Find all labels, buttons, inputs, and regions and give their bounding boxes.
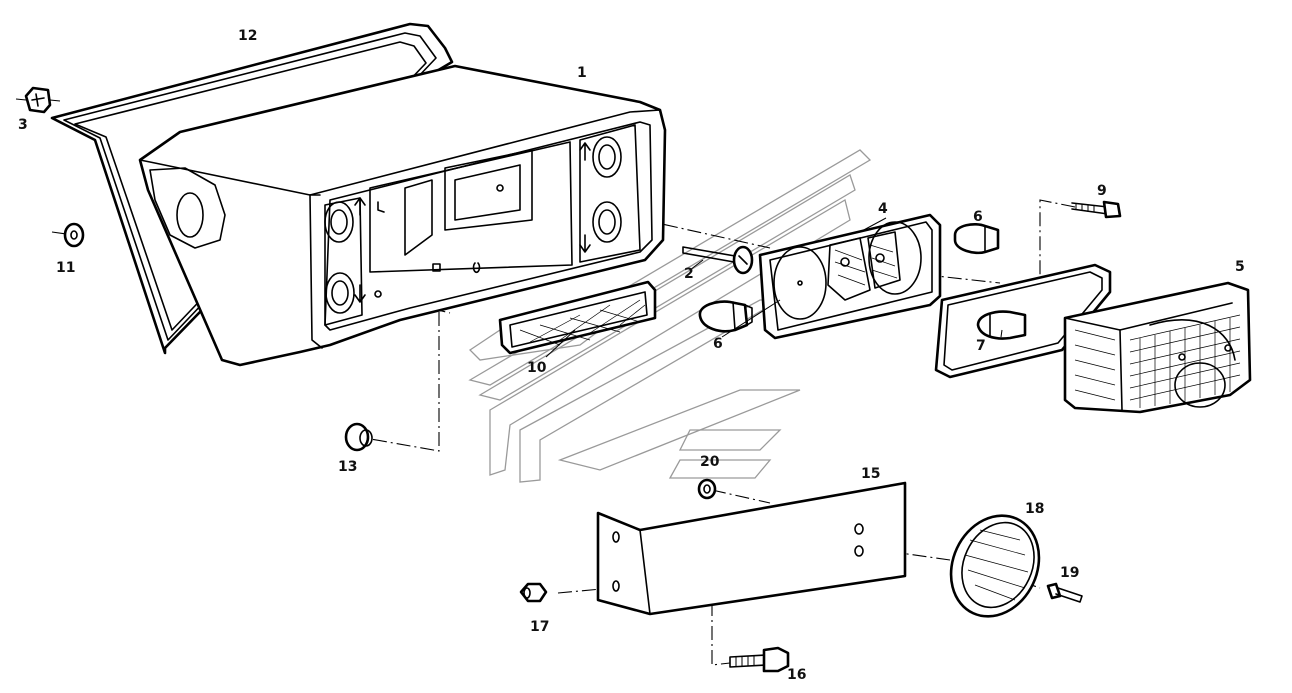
callout-11: 11 xyxy=(56,260,75,276)
callout-7: 7 xyxy=(976,338,986,354)
callout-2: 2 xyxy=(684,266,694,282)
callout-4: 4 xyxy=(878,201,888,217)
clip-3 xyxy=(15,86,61,114)
callout-labels: 1 2 3 4 5 6 6 7 9 10 11 12 13 15 16 17 1… xyxy=(18,28,1245,683)
callout-10: 10 xyxy=(527,360,547,376)
callout-1: 1 xyxy=(577,65,587,81)
callout-5: 5 xyxy=(1235,259,1245,275)
reflector-disc-18 xyxy=(949,514,1041,618)
nut-17 xyxy=(519,582,548,603)
callout-19: 19 xyxy=(1060,565,1079,581)
callout-20: 20 xyxy=(700,454,720,470)
nut-20 xyxy=(697,478,717,500)
callout-17: 17 xyxy=(530,619,549,635)
reflector-10 xyxy=(498,280,657,355)
screw-2 xyxy=(682,245,754,275)
screw-19 xyxy=(1046,582,1083,603)
lamp-holder-4 xyxy=(758,213,942,340)
bulb-6-lower xyxy=(698,300,753,333)
callout-9: 9 xyxy=(1097,183,1107,199)
bulb-6-upper xyxy=(953,223,1000,255)
bolt-16 xyxy=(729,646,790,673)
callout-16: 16 xyxy=(787,667,806,683)
washer-11 xyxy=(63,222,85,248)
callout-13: 13 xyxy=(338,459,357,475)
watermark-logo xyxy=(468,149,872,483)
callout-18: 18 xyxy=(1025,501,1044,517)
screw-9 xyxy=(1071,200,1122,219)
callout-12: 12 xyxy=(238,28,257,44)
nut-13 xyxy=(344,422,373,452)
leader-lines xyxy=(545,217,1003,358)
lens-gasket-7 xyxy=(934,263,1112,379)
housing-1 xyxy=(138,64,667,367)
bracket-15 xyxy=(596,481,907,616)
callout-15: 15 xyxy=(861,466,880,482)
callout-6-lower: 6 xyxy=(713,336,723,352)
callout-6-upper: 6 xyxy=(973,209,983,225)
lens-5 xyxy=(1063,281,1252,414)
callout-3: 3 xyxy=(18,117,28,133)
